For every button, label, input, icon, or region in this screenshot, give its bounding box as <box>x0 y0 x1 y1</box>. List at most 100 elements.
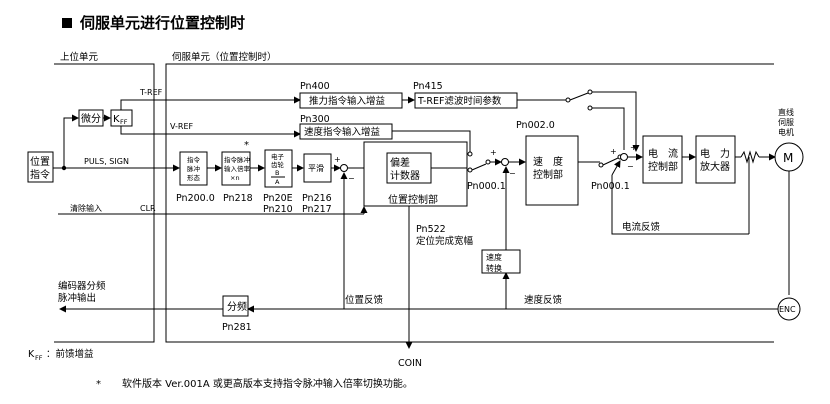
pn002-switch-blade <box>569 92 589 101</box>
spd-sum-minus: − <box>509 169 516 178</box>
smoothing-block <box>303 153 332 183</box>
cur-sum-minus: − <box>627 162 634 171</box>
motor-label-l2: 伺服 <box>778 117 794 127</box>
position-command-line2: 指令 <box>30 168 50 181</box>
pulse-form-block <box>179 151 208 186</box>
vref-label: V-REF <box>170 122 194 131</box>
current-control-l1: 电 流 <box>648 147 678 160</box>
host-unit-frame <box>54 63 155 343</box>
pn0001-contact-a <box>467 151 473 157</box>
pn210-label: Pn210 <box>263 204 293 215</box>
pulse-multiplier-block <box>221 151 251 186</box>
multiplier-l3: ×n <box>230 174 240 182</box>
speed-gain-out-line <box>392 130 471 152</box>
pn218-label: Pn218 <box>223 193 253 204</box>
pulse-form-l3: 形态 <box>187 173 201 182</box>
cur-sum-plus-2: + <box>630 143 637 152</box>
cur-sum-plus-1: + <box>610 147 617 156</box>
current-control-block <box>642 135 683 184</box>
kff-label-sub: FF <box>120 118 128 126</box>
position-summing-point <box>340 164 348 172</box>
kff-down-line <box>120 126 137 135</box>
pos-sum-plus: + <box>334 155 341 164</box>
kff-label: K <box>113 114 120 125</box>
motor-label-l3: 电机 <box>778 127 794 137</box>
spd-sum-plus: + <box>490 148 497 157</box>
pn0001-contact-b <box>467 167 473 173</box>
pn522-desc: 定位完成宽幅 <box>416 235 474 247</box>
coin-label: COIN <box>398 358 422 369</box>
page-title: 伺服单元进行位置控制时 <box>79 14 245 32</box>
multiplier-star: * <box>244 140 249 151</box>
legend-kff-sub: FF <box>35 354 43 362</box>
speed-control-l2: 控制部 <box>533 168 563 181</box>
pn281-label: Pn281 <box>222 322 252 333</box>
multiplier-l2: 输入倍率 <box>224 164 251 173</box>
pn0001-a-label: Pn000.1 <box>467 181 506 192</box>
tref-to-current-sum-line <box>592 91 640 152</box>
e-gear-block <box>264 149 293 188</box>
host-unit-label: 上位单元 <box>60 51 99 63</box>
footnote-mark: * <box>96 379 101 390</box>
kff-up-line <box>120 99 137 110</box>
pn0001b-switch-blade <box>602 157 619 166</box>
thrust-gain-label: 推力指令输入增益 <box>309 95 386 107</box>
divider-label: 分频 <box>227 300 247 313</box>
divider-block <box>222 295 249 317</box>
pulse-form-l2: 脉冲 <box>187 164 201 173</box>
pn0001-switch-blade <box>471 163 487 171</box>
pn2000-label: Pn200.0 <box>176 193 215 204</box>
pn300-label: Pn300 <box>300 114 330 125</box>
legend-kff: K <box>28 349 35 360</box>
pn0001-contact-out <box>485 159 491 165</box>
power-amp-block <box>695 135 736 184</box>
servo-unit-label: 伺服单元（位置控制时） <box>172 51 277 63</box>
e-gear-a: A <box>275 178 280 186</box>
power-amp-l2: 放大器 <box>700 160 730 173</box>
speed-gain-label: 速度指令输入增益 <box>304 126 381 138</box>
power-amp-l1: 电 力 <box>700 147 730 160</box>
pn400-label: Pn400 <box>300 81 330 92</box>
deviation-counter-block <box>386 152 432 184</box>
encoder-div-l1: 编码器分频 <box>58 280 106 292</box>
title-bullet <box>62 18 72 28</box>
speed-control-block <box>525 135 579 206</box>
speed-convert-l1: 速度 <box>486 252 502 262</box>
speed-control-l1: 速 度 <box>533 155 563 168</box>
multiplier-l1: 指令脉冲 <box>224 155 251 164</box>
pn216-label: Pn216 <box>302 193 332 204</box>
current-feedback-arrow <box>611 160 621 176</box>
clear-input-label: 清除输入 <box>70 203 102 213</box>
counter-l1: 偏差 <box>390 156 410 169</box>
encoder-div-l2: 脉冲输出 <box>58 292 96 304</box>
pn217-label: Pn217 <box>302 204 332 215</box>
current-feedback-label: 电流反馈 <box>622 221 661 233</box>
to-differential-line <box>63 114 79 168</box>
current-control-l2: 控制部 <box>648 160 678 173</box>
switch-contact-top <box>587 89 593 95</box>
pn20e-label: Pn20E <box>263 193 293 204</box>
position-command-box <box>27 151 54 183</box>
speed-convert-l2: 转换 <box>486 263 502 273</box>
counter-l2: 计数器 <box>390 169 420 182</box>
pn002-label: Pn002.0 <box>516 120 555 131</box>
clr-label: CLR <box>140 204 156 213</box>
tref-label: T-REF <box>139 88 163 97</box>
pn002-lower-line <box>592 107 625 150</box>
position-command-line1: 位置 <box>30 155 50 168</box>
smoothing-label: 平滑 <box>308 163 324 173</box>
footnote-text: 软件版本 Ver.001A 或更高版本支持指令脉冲输入倍率切换功能。 <box>122 377 413 390</box>
pn0001-b-label: Pn000.1 <box>591 181 630 192</box>
switch-contact-bottom <box>587 105 593 111</box>
speed-summing-point <box>501 158 509 166</box>
position-control-label: 位置控制部 <box>388 193 438 206</box>
differential-label: 微分 <box>81 112 101 125</box>
e-gear-b: B <box>275 169 279 177</box>
position-feedback-label: 位置反馈 <box>345 294 384 306</box>
tref-filter-label: T-REF滤波时间参数 <box>417 95 502 107</box>
e-gear-l1: 电子 <box>271 152 285 161</box>
current-summing-point <box>620 153 628 161</box>
motor-m: M <box>783 151 793 165</box>
encoder-label: ENC <box>779 305 796 314</box>
